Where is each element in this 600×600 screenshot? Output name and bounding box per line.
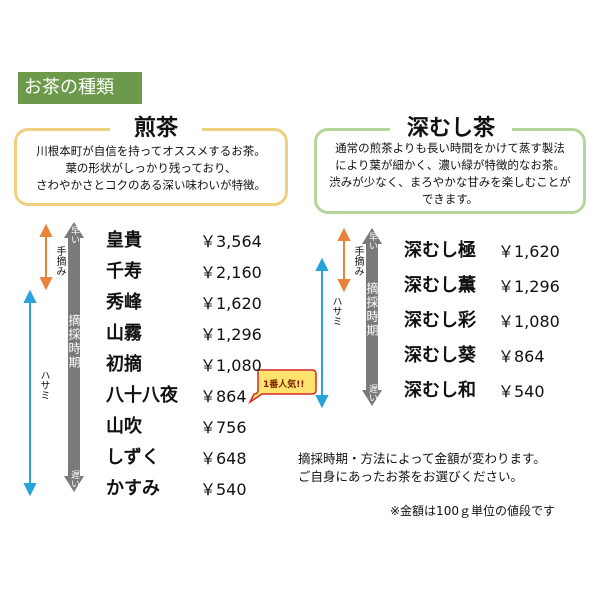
fukamushi-handpicked-label: 手摘み <box>352 246 363 276</box>
sencha-early-label: 早い <box>69 226 79 244</box>
sencha-item-price: ￥1,296 <box>200 325 262 344</box>
sencha-item-price: ￥864 <box>200 387 247 406</box>
fukamushi-item-name: 深むし葵 <box>404 345 476 366</box>
price-note: 摘採時期・方法によって金額が変わります。 ご自身にあったお茶をお選びください。 <box>298 451 546 484</box>
fukamushi-item-price: ￥540 <box>498 382 545 401</box>
sencha-item-price: ￥1,620 <box>200 294 262 313</box>
sencha-item-name: 山吹 <box>106 416 142 437</box>
fukamushi-item-price: ￥1,296 <box>498 277 560 296</box>
sencha-item-price: ￥648 <box>200 449 247 468</box>
fukamushi-early-label: 早い <box>367 232 377 250</box>
fukamushi-period-arrow <box>362 228 382 406</box>
fukamushi-handpicked-arrow <box>337 227 351 293</box>
sencha-description: 川根本町が自信を持ってオススメするお茶。 葉の形状がしっかり残っており、 さわや… <box>36 144 266 192</box>
sencha-item-price: ￥756 <box>200 418 247 437</box>
sencha-title: 煎茶 <box>110 110 202 142</box>
sencha-item-price: ￥3,564 <box>200 232 262 251</box>
fukamushi-item-name: 深むし極 <box>404 240 476 261</box>
fukamushi-description: 通常の煎茶よりも長い時間をかけて蒸す製法 により葉が細かく、濃い緑が特徴的なお茶… <box>329 141 571 206</box>
fukamushi-item-name: 深むし彩 <box>404 310 476 331</box>
sencha-shears-label: ハサミ <box>38 370 49 400</box>
sencha-item-price: ￥1,080 <box>200 356 262 375</box>
fukamushi-title: 深むし茶 <box>390 110 512 142</box>
sencha-item-price: ￥540 <box>200 480 247 499</box>
sencha-item-name: 八十八夜 <box>106 385 178 406</box>
sencha-period-arrow <box>64 222 84 492</box>
sencha-item-name: 秀峰 <box>106 292 142 313</box>
fukamushi-item-price: ￥1,620 <box>498 242 560 261</box>
sencha-item-name: 皇貴 <box>106 230 142 251</box>
sencha-late-label: 遅い <box>69 470 79 488</box>
sencha-item-name: しずく <box>106 447 160 468</box>
fukamushi-item-name: 深むし薫 <box>404 275 476 296</box>
sencha-handpicked-arrow <box>39 223 53 291</box>
sencha-item-price: ￥2,160 <box>200 263 262 282</box>
fukamushi-shears-label: ハサミ <box>330 296 341 326</box>
unit-footnote: ※金額は100ｇ単位の値段です <box>390 504 555 518</box>
sencha-item-name: かすみ <box>106 478 160 499</box>
sencha-item-name: 山霧 <box>106 323 142 344</box>
fukamushi-item-name: 深むし和 <box>404 380 476 401</box>
fukamushi-item-price: ￥1,080 <box>498 312 560 331</box>
sencha-period-label: 摘採時期 <box>67 314 81 370</box>
sencha-handpicked-label: 手摘み <box>54 246 65 276</box>
fukamushi-shears-arrow <box>315 257 329 409</box>
sencha-item-name: 千寿 <box>106 261 142 282</box>
section-header: お茶の種類 <box>18 72 142 104</box>
fukamushi-item-price: ￥864 <box>498 347 545 366</box>
fukamushi-period-label: 摘採時期 <box>365 282 379 338</box>
sencha-item-name: 初摘 <box>106 354 142 375</box>
popular-badge-shape <box>248 369 317 405</box>
popular-badge: 1番人気!! <box>263 380 305 390</box>
sencha-shears-arrow <box>23 289 37 497</box>
fukamushi-late-label: 遅い <box>367 384 377 402</box>
